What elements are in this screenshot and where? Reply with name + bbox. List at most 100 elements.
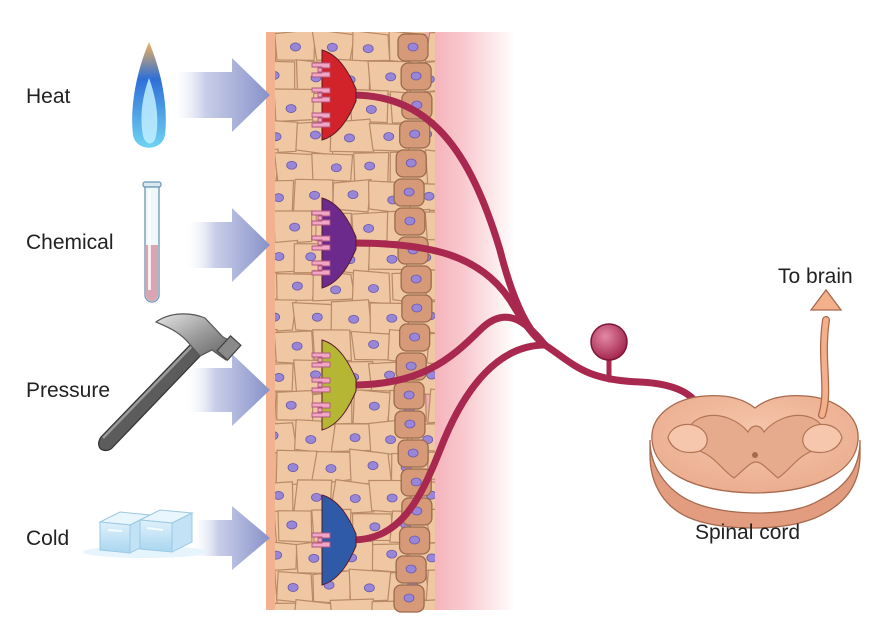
- basal-cell-column: [393, 33, 433, 613]
- cell-nucleus: [345, 616, 355, 624]
- chemical-receptor: [311, 197, 357, 289]
- cell-nucleus: [410, 274, 422, 284]
- cell-nucleus: [275, 132, 282, 142]
- receptor-channel: [311, 210, 331, 226]
- cell-nucleus: [403, 187, 415, 197]
- cold-fiber: [348, 341, 549, 544]
- cell-nucleus: [252, 285, 262, 293]
- dorsal-horn-left: [667, 423, 708, 454]
- cold-receptor: [311, 494, 357, 586]
- cell-nucleus: [410, 477, 422, 487]
- cell-nucleus: [410, 71, 422, 81]
- cell-nucleus: [311, 312, 323, 322]
- cell-nucleus: [411, 303, 423, 313]
- cell-nucleus: [326, 42, 338, 52]
- cell-nucleus: [275, 71, 280, 80]
- cell-nucleus: [310, 130, 321, 140]
- cell-nucleus: [275, 312, 281, 322]
- epidermal-cell: [294, 598, 337, 610]
- epidermal-cell: [275, 391, 277, 420]
- test-tube-icon: [142, 181, 162, 303]
- cell-nucleus: [308, 553, 320, 563]
- spinal-cord-side: [649, 439, 861, 529]
- cell-nucleus: [460, 615, 470, 623]
- pressure-label: Pressure: [26, 379, 111, 402]
- cell-nucleus: [325, 464, 337, 473]
- cell-nucleus: [404, 419, 416, 429]
- cell-nucleus: [315, 609, 317, 610]
- cell-nucleus: [275, 373, 285, 382]
- epidermal-cell: [424, 211, 435, 244]
- cell-nucleus: [383, 132, 395, 141]
- cold-label: Cold: [26, 527, 70, 550]
- cell-nucleus: [330, 163, 342, 173]
- cell-nucleus: [290, 42, 301, 52]
- chemical-label: Chemical: [26, 231, 114, 254]
- pressure-fiber: [348, 313, 549, 389]
- receptor-channel: [311, 112, 331, 128]
- receptor-channel: [311, 62, 331, 78]
- cell-nucleus: [275, 252, 285, 261]
- cell-nucleus: [368, 340, 380, 349]
- receptor-endings: [311, 49, 357, 586]
- cell-nucleus: [386, 254, 398, 264]
- cell-nucleus: [368, 284, 379, 293]
- epidermal-cell: [275, 299, 297, 332]
- flame-icon: [132, 42, 166, 148]
- epidermal-cell: [275, 541, 298, 571]
- pressure-receptor: [311, 339, 357, 431]
- sensory-cell-body: [590, 323, 628, 361]
- cell-nucleus: [363, 223, 375, 233]
- central-canal: [752, 452, 758, 458]
- cell-nucleus: [344, 133, 355, 143]
- epidermal-cell: [427, 388, 435, 424]
- cell-nucleus: [275, 550, 283, 560]
- cell-nucleus: [385, 435, 396, 445]
- afferent-nerve: [541, 341, 704, 414]
- cell-nucleus: [409, 535, 420, 545]
- receptor-channel: [311, 532, 331, 548]
- cell-nucleus: [382, 614, 392, 622]
- receptor-channel: [311, 87, 331, 103]
- cell-nucleus: [249, 584, 259, 592]
- receptor-channel: [311, 377, 331, 393]
- cell-nucleus: [386, 313, 398, 323]
- cell-nucleus: [407, 42, 419, 52]
- cell-nucleus: [268, 615, 278, 623]
- cell-nucleus: [253, 340, 263, 348]
- cell-nucleus: [364, 161, 376, 171]
- cell-nucleus: [365, 105, 377, 114]
- cell-nucleus: [305, 252, 317, 262]
- cell-nucleus: [409, 332, 421, 342]
- cell-nucleus: [368, 401, 380, 411]
- chemical-arrow: [185, 208, 270, 282]
- cell-nucleus: [287, 583, 299, 592]
- cell-nucleus: [330, 285, 342, 295]
- hammer-icon: [98, 313, 242, 452]
- cell-nucleus: [305, 435, 317, 444]
- epidermal-cell: [424, 149, 435, 185]
- cell-nucleus: [386, 549, 398, 559]
- cell-nucleus: [404, 216, 416, 226]
- cell-nucleus: [285, 400, 297, 410]
- cell-nucleus: [367, 461, 379, 470]
- receptor-channel: [311, 352, 331, 368]
- cell-nucleus: [405, 564, 417, 574]
- gray-matter: [687, 414, 825, 479]
- cell-nucleus: [309, 190, 320, 200]
- receptor-channel: [311, 402, 331, 418]
- cell-nucleus: [386, 493, 398, 503]
- epidermal-cell: [329, 598, 375, 610]
- skin-surface: [266, 32, 276, 610]
- receptor-channel: [311, 235, 331, 251]
- receptor-channel: [311, 260, 331, 276]
- cell-nucleus: [347, 190, 359, 199]
- to-brain-label: To brain: [778, 265, 853, 288]
- heat-arrow: [170, 58, 270, 132]
- spinal-cord-label: Spinal cord: [695, 521, 801, 544]
- to-brain-tract: [809, 288, 843, 419]
- cell-nucleus: [255, 460, 265, 468]
- heat-label: Heat: [26, 85, 71, 108]
- cell-nucleus: [289, 222, 301, 232]
